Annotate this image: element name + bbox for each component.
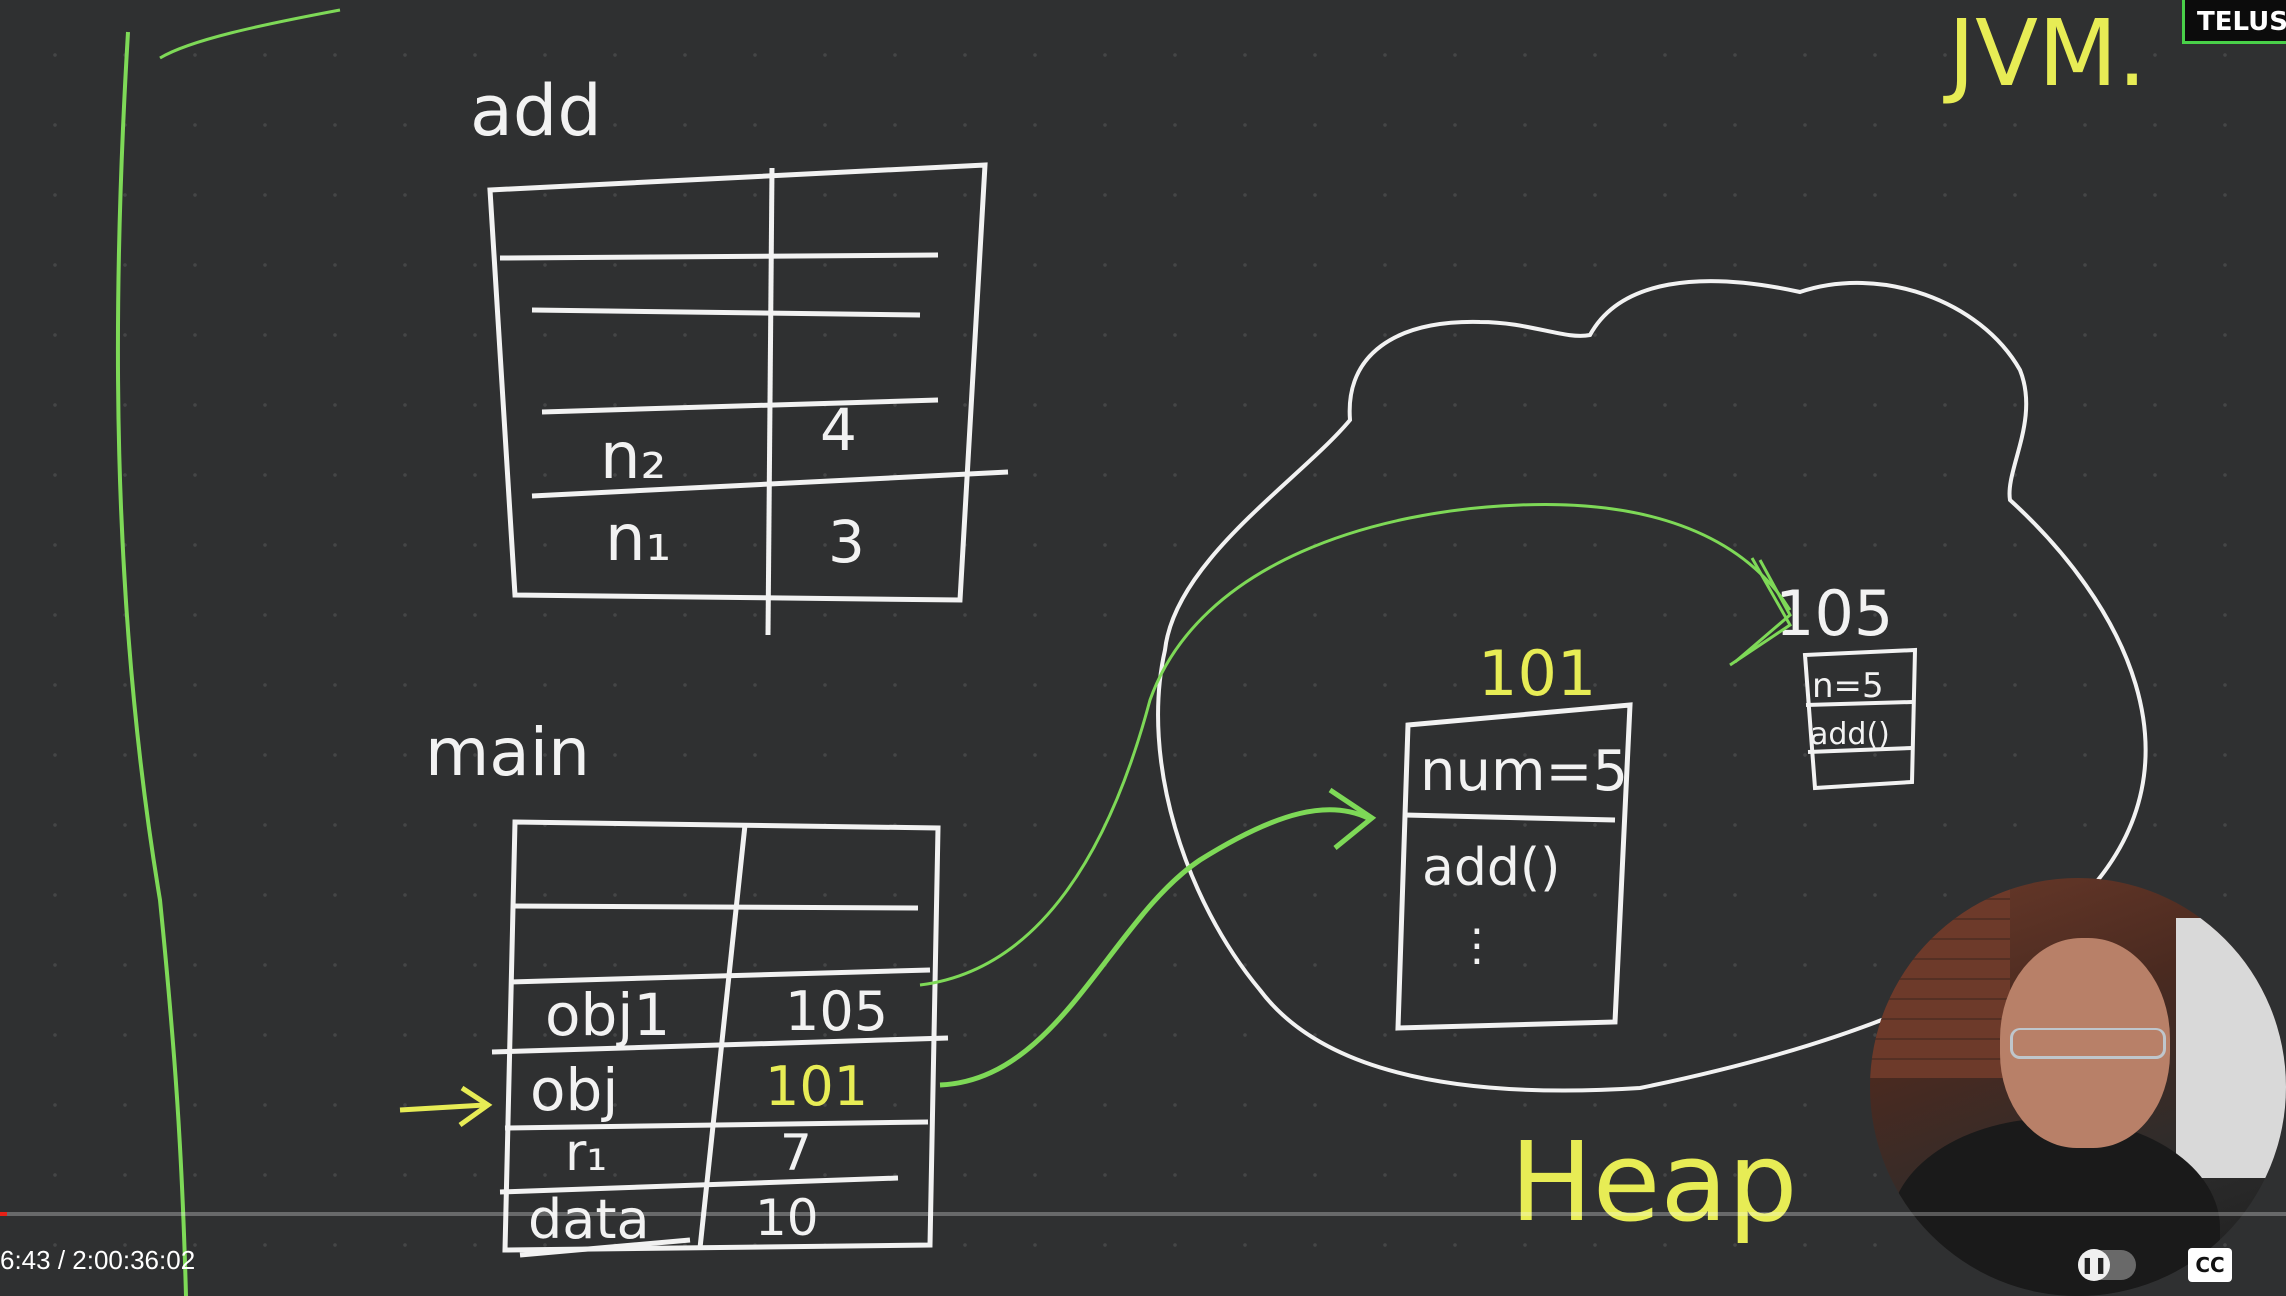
val-n2: 4 <box>820 396 857 464</box>
video-timecode: 6:43 / 2:00:36:02 <box>0 1245 196 1275</box>
val-obj1: 105 <box>785 980 888 1043</box>
channel-logo: TELUSK <box>2182 0 2286 44</box>
var-n2: n₂ <box>600 420 666 494</box>
heap-object-105-address: 105 <box>1775 577 1893 650</box>
captions-button[interactable]: CC <box>2188 1248 2232 1282</box>
field-add-method: add() <box>1422 838 1560 898</box>
field-add-method-2: add() <box>1810 717 1890 752</box>
val-data: 10 <box>755 1189 819 1247</box>
video-progress-bar[interactable] <box>0 1212 2286 1216</box>
presenter-webcam <box>1870 878 2286 1296</box>
heap-object-101 <box>1395 702 1633 1031</box>
frame-title-main: main <box>425 714 590 791</box>
var-data: data <box>528 1188 650 1251</box>
field-num: num=5 <box>1420 739 1628 804</box>
stack-frame-add <box>487 162 1009 636</box>
var-n1: n₁ <box>605 502 671 576</box>
reference-arrow-obj1-to-105 <box>919 502 1792 987</box>
frame-title-add: add <box>470 70 602 152</box>
video-progress-fill <box>0 1212 7 1216</box>
heap-cloud <box>1156 279 2148 1093</box>
margin-stroke <box>159 8 341 60</box>
presenter-shirt <box>1890 1118 2220 1296</box>
margin-line <box>115 31 188 1296</box>
field-more: ⋮ <box>1455 920 1499 971</box>
autoplay-toggle[interactable]: ❚❚ <box>2078 1249 2136 1281</box>
jvm-title: JVM. <box>1943 0 2147 107</box>
webcam-wall <box>2176 918 2286 1178</box>
reference-arrow-obj-to-101 <box>939 787 1377 1088</box>
val-n1: 3 <box>828 508 865 576</box>
val-r1: 7 <box>780 1124 812 1182</box>
heap-object-101-address: 101 <box>1478 637 1596 710</box>
var-r1: r₁ <box>565 1123 607 1183</box>
field-n: n=5 <box>1812 666 1884 706</box>
var-obj1: obj1 <box>545 981 670 1049</box>
presenter-head <box>2000 938 2170 1148</box>
heap-label: Heap <box>1510 1118 1798 1246</box>
webcam-background <box>1870 878 2010 1078</box>
heap-object-105 <box>1802 647 1918 791</box>
stack-frame-main <box>491 819 949 1258</box>
presenter-glasses <box>2010 1028 2166 1059</box>
pause-icon: ❚❚ <box>2078 1249 2110 1281</box>
var-obj: obj <box>530 1056 618 1124</box>
current-line-arrow <box>399 1085 493 1128</box>
val-obj: 101 <box>765 1055 868 1118</box>
